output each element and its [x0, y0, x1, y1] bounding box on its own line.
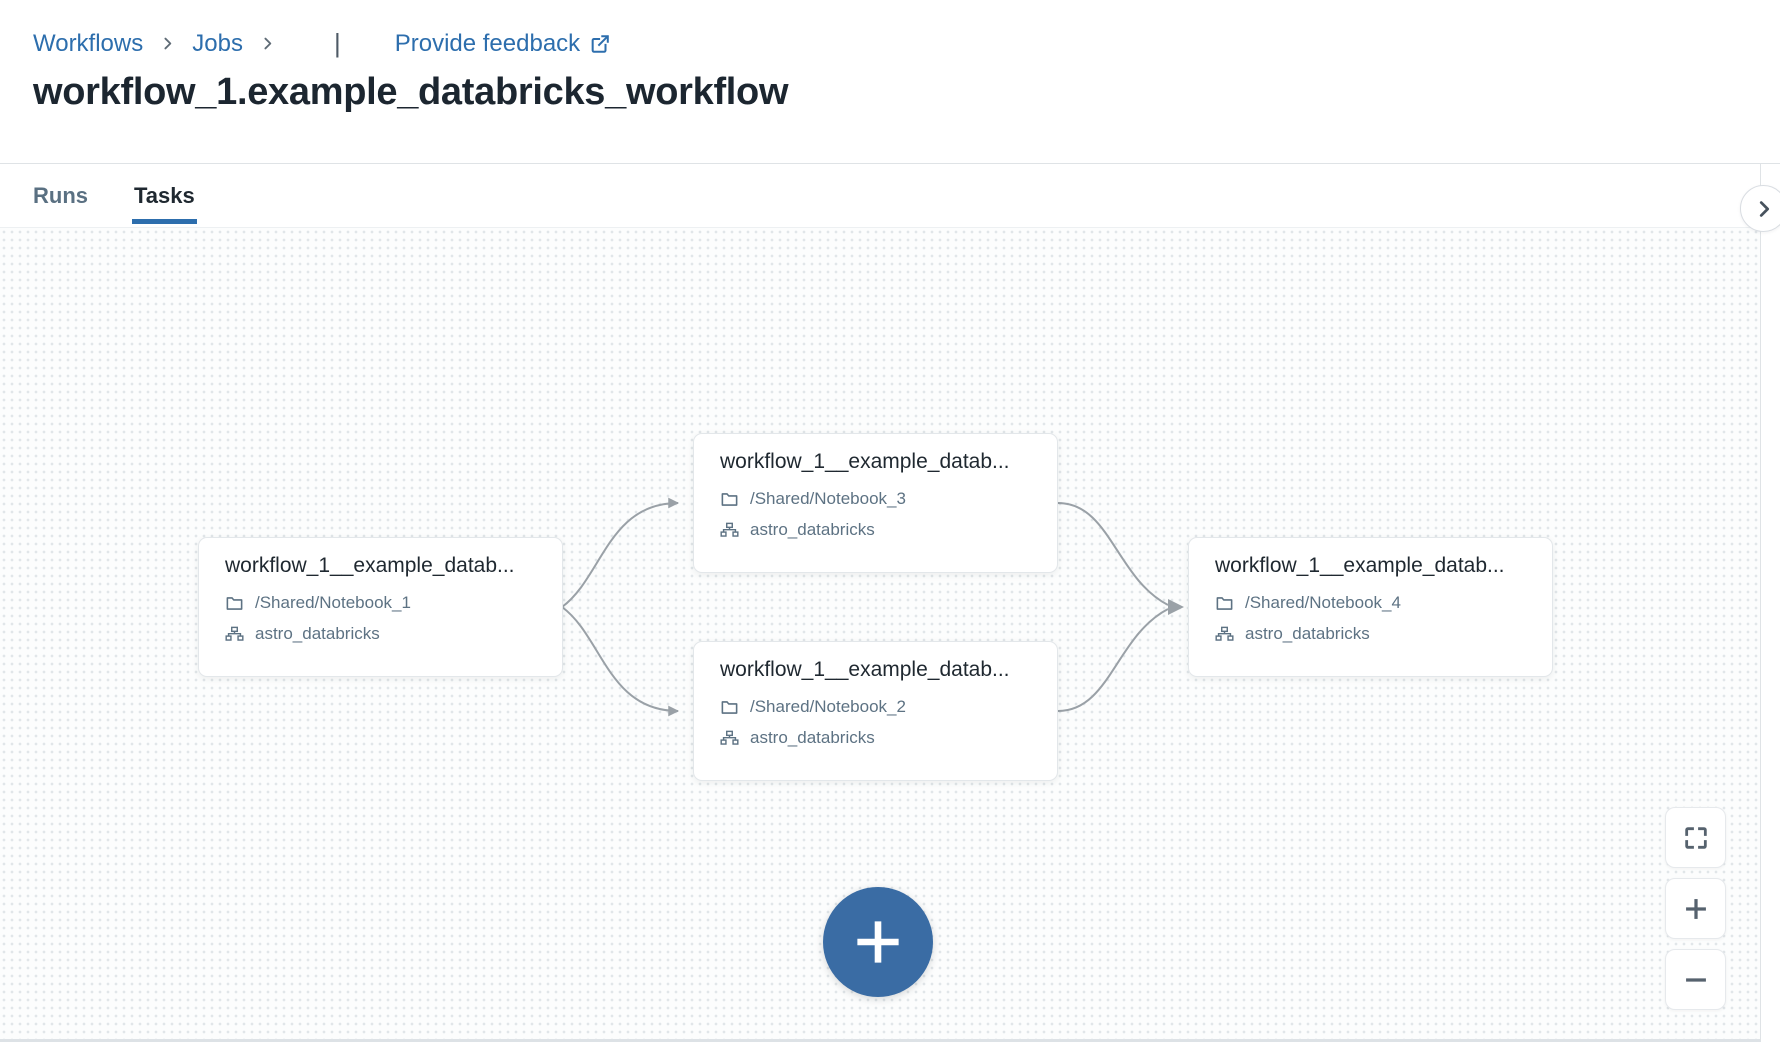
task-cluster-name: astro_databricks: [750, 728, 875, 747]
breadcrumb: Workflows Jobs | Provide feedback: [33, 28, 1780, 59]
chevron-right-icon: [1753, 198, 1775, 220]
folder-icon: [720, 490, 739, 509]
task-cluster-name: astro_databricks: [255, 624, 380, 643]
task-node-notebook-2[interactable]: workflow_1__example_datab... /Shared/Not…: [693, 641, 1058, 781]
chevron-right-icon: [159, 35, 176, 52]
task-notebook-path: /Shared/Notebook_1: [255, 593, 411, 612]
task-title: workflow_1__example_datab...: [225, 554, 515, 577]
task-cluster-name: astro_databricks: [1245, 624, 1370, 643]
zoom-in-button[interactable]: [1665, 878, 1726, 939]
task-cluster-name: astro_databricks: [750, 520, 875, 539]
folder-icon: [720, 698, 739, 717]
task-title: workflow_1__example_datab...: [720, 658, 1010, 681]
task-node-notebook-3[interactable]: workflow_1__example_datab... /Shared/Not…: [693, 433, 1058, 573]
tab-runs[interactable]: Runs: [33, 182, 88, 208]
page-title: workflow_1.example_databricks_workflow: [33, 71, 789, 113]
task-notebook-path: /Shared/Notebook_4: [1245, 593, 1401, 612]
external-link-icon: [589, 33, 611, 55]
fullscreen-icon: [1682, 824, 1710, 852]
tab-bar: Runs Tasks: [0, 164, 1761, 227]
minus-icon: [1679, 963, 1713, 997]
folder-icon: [1215, 594, 1234, 613]
sitemap-icon: [720, 521, 739, 540]
task-title: workflow_1__example_datab...: [720, 450, 1010, 473]
breadcrumb-pipe-separator: |: [333, 28, 341, 58]
plus-icon: [845, 909, 911, 975]
plus-icon: [1679, 892, 1713, 926]
fullscreen-button[interactable]: [1665, 807, 1726, 868]
provide-feedback-link[interactable]: Provide feedback: [395, 30, 611, 58]
task-title: workflow_1__example_datab...: [1215, 554, 1505, 577]
sitemap-icon: [225, 625, 244, 644]
page-header: Workflows Jobs | Provide feedback workfl…: [0, 0, 1780, 163]
chevron-right-icon: [259, 35, 276, 52]
task-node-notebook-4[interactable]: workflow_1__example_datab... /Shared/Not…: [1188, 537, 1553, 677]
task-notebook-path: /Shared/Notebook_2: [750, 697, 906, 716]
sitemap-icon: [1215, 625, 1234, 644]
zoom-out-button[interactable]: [1665, 949, 1726, 1010]
breadcrumb-link-workflows[interactable]: Workflows: [33, 29, 144, 57]
header-divider: [0, 163, 1780, 164]
task-notebook-path: /Shared/Notebook_3: [750, 489, 906, 508]
add-task-button[interactable]: [823, 887, 933, 997]
tab-tasks[interactable]: Tasks: [132, 164, 197, 227]
dag-canvas[interactable]: workflow_1__example_datab... /Shared/Not…: [0, 227, 1761, 1042]
sitemap-icon: [720, 729, 739, 748]
folder-icon: [225, 594, 244, 613]
provide-feedback-label: Provide feedback: [394, 29, 581, 57]
breadcrumb-link-jobs[interactable]: Jobs: [192, 29, 243, 57]
task-node-notebook-1[interactable]: workflow_1__example_datab... /Shared/Not…: [198, 537, 563, 677]
panel-toggle-button[interactable]: [1740, 185, 1780, 232]
